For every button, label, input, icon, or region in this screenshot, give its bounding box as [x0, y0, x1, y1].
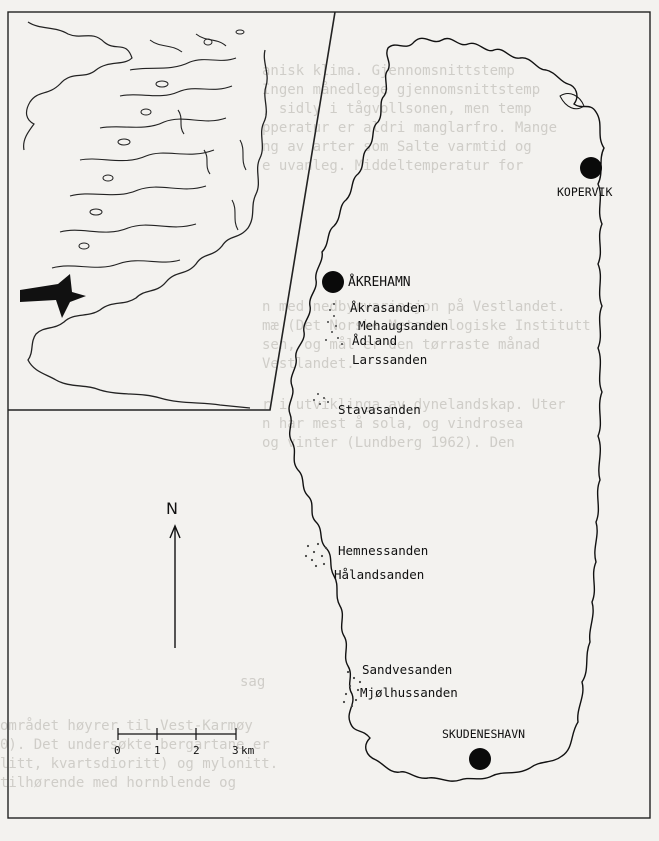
sand-patch — [304, 542, 328, 568]
background-text-line: e uvanleg. Middeltemperatur for — [262, 158, 524, 174]
beach-label: Mehaugsanden — [358, 318, 448, 333]
beach-label: Mjølhussanden — [360, 685, 458, 700]
sand-patches — [304, 303, 362, 708]
town-marker-skudeneshavn — [469, 748, 491, 770]
location-arrow — [20, 274, 86, 318]
inset-coastline-main — [27, 49, 268, 409]
north-label: N — [166, 499, 178, 518]
map-frame — [7, 11, 651, 819]
beach-label: Stavasanden — [338, 402, 421, 417]
town-marker-kopervik — [580, 157, 602, 179]
background-text-line: området høyrer til Vest-Karmøy — [0, 718, 253, 734]
background-text-line: sag — [240, 674, 266, 690]
beach-label: Åkrasanden — [350, 300, 425, 315]
inset-border — [8, 11, 336, 411]
beach-label: Ådland — [352, 333, 397, 348]
beach-label: Larssanden — [352, 352, 427, 367]
bay-outline — [559, 93, 585, 110]
beach-label: Hålandsanden — [334, 567, 424, 582]
inset-islands — [78, 29, 245, 250]
background-text-line: 0). Det undersøkte bergartane er — [0, 737, 270, 753]
background-text-line: n med nedbyrvariasjon på Vestlandet. — [262, 299, 566, 315]
scale-unit: km — [241, 744, 255, 757]
background-text-line: Vestlandet. — [262, 356, 355, 372]
background-text-line: mæ (Det Norske Meteorologiske Institutt — [262, 318, 591, 334]
inset-fjords — [51, 33, 247, 269]
scale-label-0: 0 — [114, 744, 121, 757]
background-text-line: tilhørende med hornblende og — [0, 775, 237, 791]
north-arrow-head — [169, 524, 181, 539]
background-text-line: r i utviklinga av dynelandskap. Uter — [262, 397, 566, 413]
town-label-akrehamn: ÅKREHAMN — [348, 274, 411, 290]
scale-label-2: 2 — [193, 744, 200, 757]
island-outline — [288, 37, 605, 782]
sand-patch — [313, 393, 329, 405]
scale-label-1: 1 — [154, 744, 161, 757]
scale-label-3: 3 — [232, 744, 239, 757]
scale-bar: 0 1 2 3 km — [114, 728, 255, 757]
town-label-kopervik: KOPERVIK — [557, 185, 612, 199]
sand-patch — [325, 303, 343, 345]
background-text-line: sen, og mål er den tørraste månad — [262, 337, 541, 353]
background-text-line: ng av arter som Salte varmtid og — [262, 139, 532, 155]
inset-coastline — [23, 21, 133, 151]
beach-label: Sandvesanden — [362, 662, 452, 677]
beach-label: Hemnessanden — [338, 543, 428, 558]
sand-patch — [342, 670, 362, 708]
town-label-skudeneshavn: SKUDENESHAVN — [442, 727, 525, 741]
inset-map — [8, 11, 336, 411]
background-text-line: Ingen månedlege gjennomsnittstemp — [262, 82, 541, 98]
north-arrow: N — [166, 499, 181, 648]
background-text-line: litt, kvartsdioritt) og mylonitt. — [0, 756, 279, 772]
background-text-line: og vinter (Lundberg 1962). Den — [262, 435, 515, 451]
town-marker-akrehamn — [322, 271, 344, 293]
